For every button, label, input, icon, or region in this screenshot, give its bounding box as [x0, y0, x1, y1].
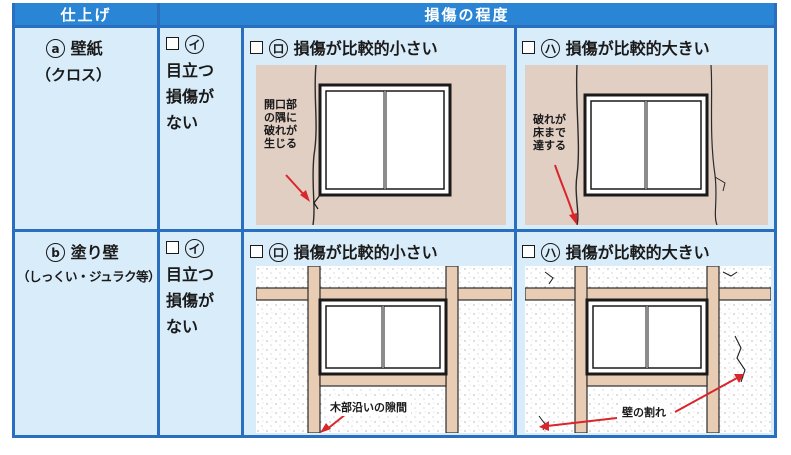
- row2-option-ha-marker: ハ: [541, 243, 560, 262]
- row1-option-ha-title: ハ 損傷が比較的大きい: [522, 35, 710, 59]
- row2-option-i: イ 目立つ 損傷が ない: [166, 236, 214, 340]
- row2-ha-annotation: 壁の割れ: [618, 403, 670, 421]
- row2-option-i-cell: [160, 232, 241, 435]
- row1-option-ro-title: ロ 損傷が比較的小さい: [250, 35, 438, 59]
- row1-option-ha-marker: ハ: [541, 39, 560, 58]
- row2-finish-sub: （しっくい・ジュラク等）: [17, 269, 161, 284]
- wallpaper-large-damage-illustration: [525, 65, 768, 225]
- row2-option-i-checkbox[interactable]: [166, 241, 179, 254]
- row2-option-ro-checkbox[interactable]: [250, 245, 263, 258]
- row1-option-i-marker: イ: [185, 35, 204, 54]
- header-finish: 仕上げ: [15, 3, 157, 25]
- row1-finish-sub: （クロス）: [36, 66, 112, 84]
- row2-finish-marker: b: [46, 243, 65, 262]
- row1-ro-annotation: 開口部 の隅に 破れが 生じる: [264, 98, 297, 150]
- row2-finish-label: b 塗り壁: [46, 239, 119, 263]
- row1-option-ha-checkbox[interactable]: [522, 41, 535, 54]
- row2-option-ro-marker: ロ: [269, 243, 288, 262]
- row1-finish-marker: a: [46, 39, 65, 58]
- row2-finish-cell: [15, 232, 157, 435]
- row1-option-i-cell: [160, 28, 241, 229]
- row1-finish-label: a 壁紙: [46, 35, 103, 59]
- row1-option-i: イ 目立つ 損傷が ない: [166, 32, 214, 136]
- wallpaper-small-damage-illustration: [256, 65, 506, 225]
- row1-option-ro-checkbox[interactable]: [250, 41, 263, 54]
- header-degree: 損傷の程度: [160, 3, 774, 25]
- row1-ha-annotation: 破れが 床まで 達する: [533, 113, 566, 152]
- row2-ro-annotation: 木部沿いの隙間: [326, 398, 411, 416]
- row1-option-i-checkbox[interactable]: [166, 37, 179, 50]
- row2-option-ha-title: ハ 損傷が比較的大きい: [522, 239, 710, 263]
- row2-option-i-marker: イ: [185, 239, 204, 258]
- row2-option-ha-checkbox[interactable]: [522, 245, 535, 258]
- row1-finish-cell: [15, 28, 157, 229]
- row1-option-ro-marker: ロ: [269, 39, 288, 58]
- row2-option-ro-title: ロ 損傷が比較的小さい: [250, 239, 438, 263]
